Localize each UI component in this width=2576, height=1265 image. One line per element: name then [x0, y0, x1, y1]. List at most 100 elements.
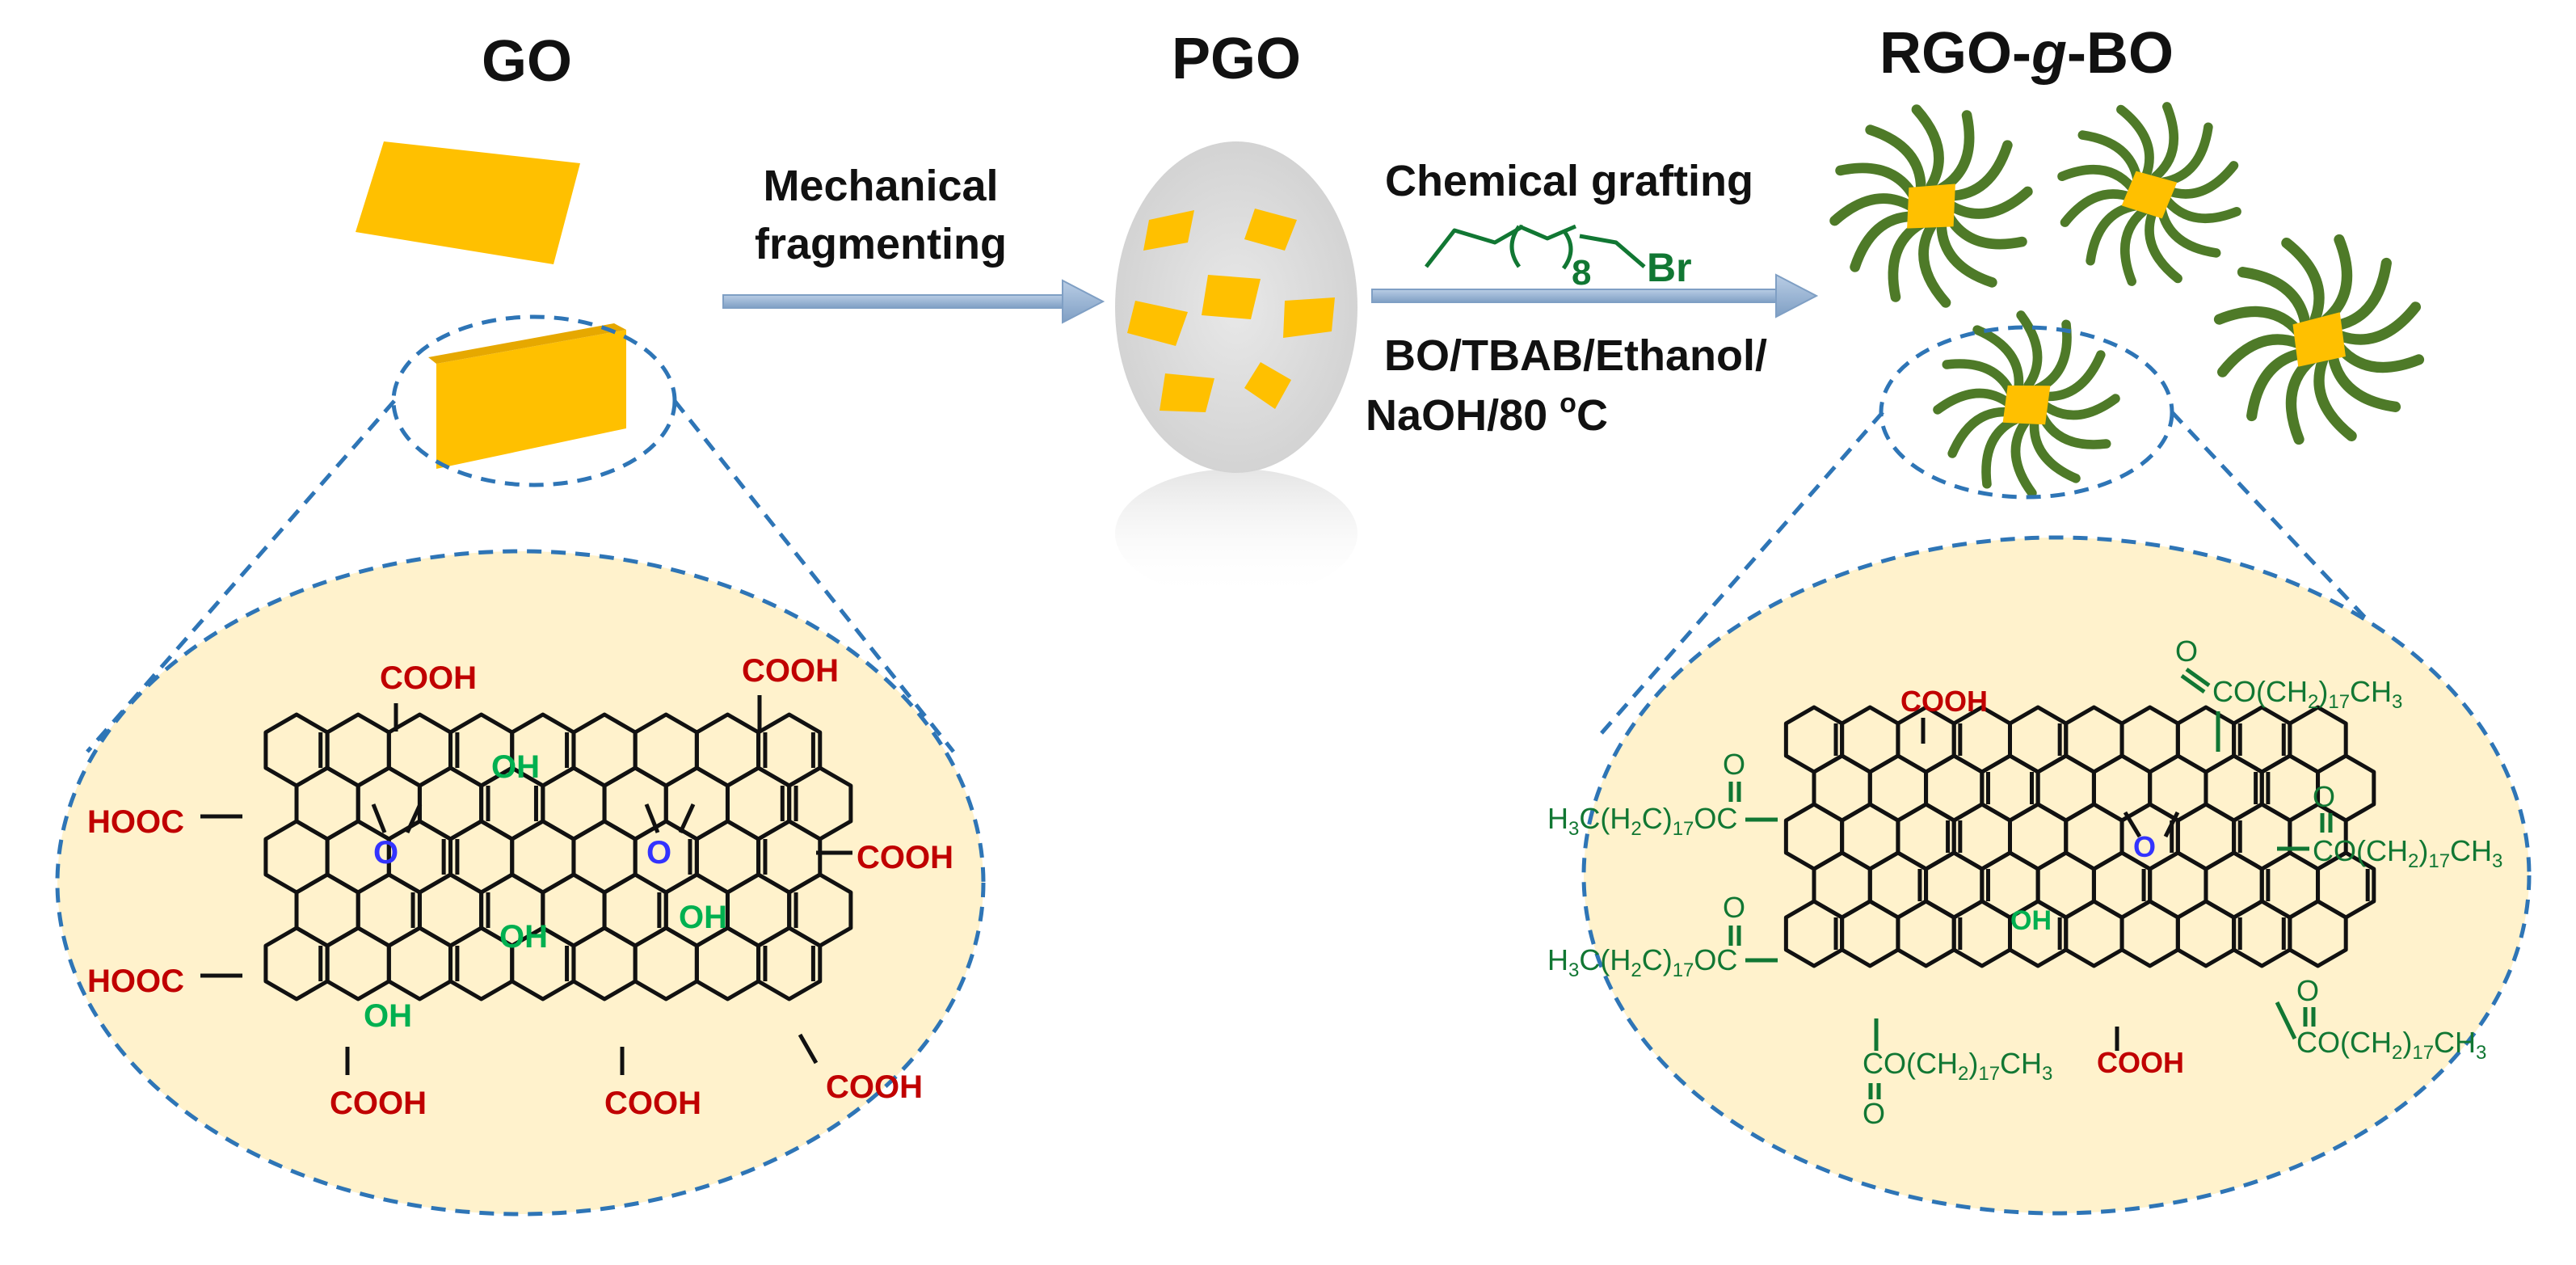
go-hooc-1: HOOC: [87, 804, 184, 840]
step2-cond1: BO/TBAB/Ethanol/: [1384, 331, 1767, 380]
grafted-chain: [1918, 221, 1951, 308]
rgo-oh: OH: [2010, 905, 2052, 936]
grafted-chain: [2321, 234, 2353, 325]
go-oh-3: OH: [679, 900, 727, 935]
graphene-core: [2002, 385, 2051, 425]
ester-carbonyl-o: O: [1723, 748, 1745, 781]
grafted-chain: [1865, 124, 1926, 194]
grafted-chain: [2145, 207, 2182, 284]
ester-chain-label: CO(CH2)17CH3: [2313, 834, 2502, 872]
rgo-ester-top-right: O CO(CH2)17CH3: [2175, 635, 2402, 713]
reagent-subscript: 8: [1572, 253, 1591, 293]
grafted-chain: [1850, 211, 1919, 272]
epoxide-bond: [2163, 811, 2180, 838]
grafted-chain: [2162, 161, 2239, 199]
grafted-chain: [1933, 388, 2013, 415]
grafted-chain: [1942, 359, 2016, 398]
grafted-chain: [2037, 410, 2111, 449]
rgo-ester-bottom: CO(CH2)17CH3 O: [1863, 1047, 2052, 1130]
grafted-chain: [1947, 407, 2014, 458]
grafted-chain: [2157, 203, 2221, 258]
grafted-chain: [2016, 310, 2043, 390]
grafted-chain: [2086, 201, 2140, 266]
graphene-core: [2121, 171, 2178, 219]
rgo-ester-lower-left: O H3C(H2C)17OC: [1547, 891, 1745, 981]
go-epoxide-2: O: [646, 835, 671, 871]
grafted-chain: [2237, 267, 2311, 329]
go-cooh-3: COOH: [857, 840, 953, 875]
grafted-chain: [2029, 416, 2081, 483]
reagent-br: Br: [1647, 245, 1692, 290]
substituent-bond: [798, 1033, 819, 1065]
grafted-chain: [2213, 306, 2305, 338]
grafted-chain: [2246, 348, 2309, 422]
epoxide-bond: [371, 803, 387, 833]
grafted-chain: [2216, 334, 2304, 377]
grafted-chain: [2151, 102, 2178, 182]
rgo-cooh-1: COOH: [1900, 685, 1988, 718]
grafted-chain: [2281, 237, 2325, 324]
ester-chain-label: CO(CH2)17CH3: [2296, 1026, 2486, 1064]
ester-carbonyl-o: O: [2296, 974, 2319, 1007]
ester-chain-label: CO(CH2)17CH3: [2212, 675, 2402, 713]
ester-carbonyl-o: O: [1723, 891, 1745, 924]
step1-line2: fragmenting: [755, 220, 1007, 268]
rgo-particles: [1829, 102, 2425, 498]
hex-ring: [756, 926, 823, 1001]
ester-chain-label: CO(CH2)17CH3: [1863, 1047, 2052, 1085]
rgo-ester-upper-left: O H3C(H2C)17OC: [1547, 748, 1745, 840]
pgo-title: PGO: [1172, 27, 1301, 91]
ester-chain-label: H3C(H2C)17OC: [1547, 802, 1737, 840]
rgo-g-bo-title: RGO-g-BO: [1879, 21, 2174, 86]
go-cooh-4: COOH: [330, 1086, 427, 1121]
arrow-mechanical: [722, 279, 1105, 324]
go-hooc-2: HOOC: [87, 964, 184, 999]
go-oh-2: OH: [499, 919, 548, 955]
grafted-chain: [1835, 162, 1919, 201]
go-molecule: [200, 695, 853, 1075]
grafted-chain: [2040, 394, 2120, 420]
rgo-particle: [1933, 310, 2120, 498]
graphene-core: [2292, 312, 2346, 367]
rgo-lens: [1581, 535, 2532, 1216]
grafted-chain: [1981, 415, 2021, 489]
grafted-chain: [2010, 418, 2037, 498]
ester-carbonyl-o: O: [2313, 780, 2335, 813]
go-cooh-2: COOH: [742, 653, 839, 689]
grafted-chain: [2032, 319, 2072, 394]
grafted-chain: [1946, 186, 2033, 219]
ester-carbonyl-o: O: [2175, 635, 2198, 668]
go-labels: COOH COOH COOH HOOC HOOC COOH COOH COOH …: [87, 653, 953, 1121]
go-oh-1: OH: [491, 749, 540, 785]
rgo-epoxide: O: [2133, 830, 2156, 863]
reagent-structure: [1425, 224, 1646, 270]
grafted-chain: [2120, 206, 2148, 286]
pgo-egg-shadow: [1115, 469, 1357, 598]
go-zoom-line-right: [673, 399, 955, 753]
go-lens: [55, 549, 986, 1217]
epoxide-bond: [678, 803, 696, 834]
pgo-fragments: [1127, 209, 1335, 412]
go-cooh-1: COOH: [380, 660, 477, 696]
grafted-chain: [1943, 211, 2027, 250]
arrow-chemical: [1371, 273, 1819, 318]
hex-ring: [2288, 899, 2348, 968]
go-epoxide-1: O: [373, 835, 398, 871]
epoxide-bond: [2123, 811, 2142, 838]
grafted-chain: [1936, 218, 1997, 288]
grafted-chain: [2060, 189, 2136, 227]
step2-cond2: NaOH/80 oC: [1366, 388, 1608, 440]
go-oh-4: OH: [364, 998, 412, 1034]
grafted-chain: [2330, 257, 2392, 331]
grafted-chain: [1943, 140, 2013, 201]
grafted-chain: [2057, 165, 2137, 192]
grafted-chain: [2161, 196, 2241, 223]
go-cooh-6: COOH: [826, 1069, 923, 1105]
rgo-particle: [1829, 104, 2033, 308]
epoxide-bond: [644, 803, 660, 833]
grafted-chain: [2334, 341, 2425, 373]
rgo-ester-bonds: [1728, 667, 2333, 1099]
ester-carbonyl-o: O: [1863, 1097, 1885, 1130]
grafted-chain: [2116, 104, 2154, 181]
rgo-cooh-2: COOH: [2097, 1046, 2184, 1079]
